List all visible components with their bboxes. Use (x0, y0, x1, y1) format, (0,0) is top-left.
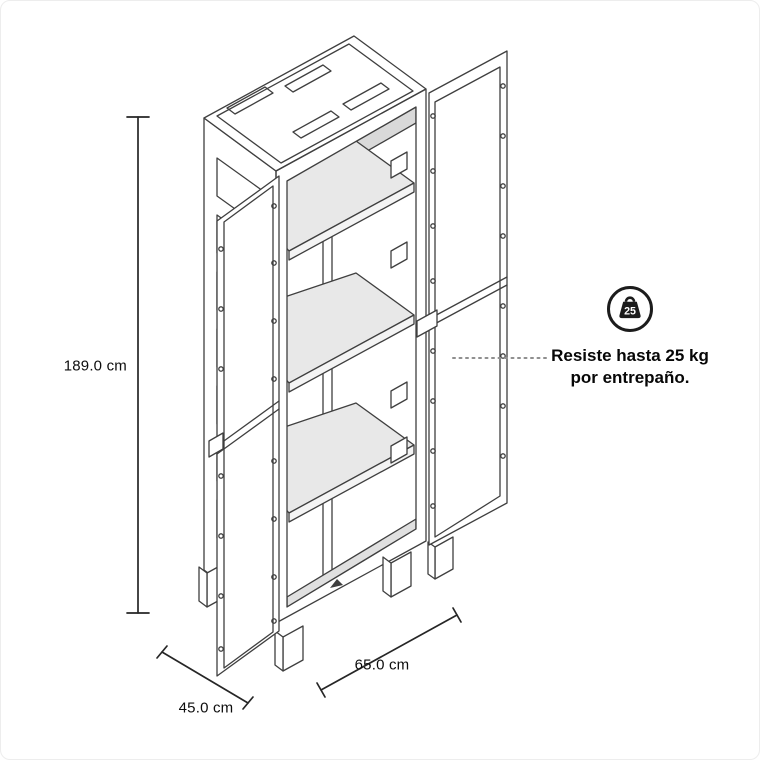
vent-slot (284, 64, 332, 93)
width-dimension-line (316, 607, 462, 698)
height-dimension-label: 189.0 cm (63, 357, 127, 375)
left-door-screws (218, 203, 277, 652)
left-door-open (208, 175, 280, 677)
callout-line1: Resiste hasta 25 kg (551, 346, 709, 365)
door-latch-catches (390, 151, 408, 464)
height-dimension-line (126, 116, 150, 614)
callout-text: Resiste hasta 25 kg por entrepaño. (551, 345, 709, 389)
weight-capacity-badge: 25 (607, 286, 653, 332)
shelf-2 (287, 272, 415, 393)
callout-line2: por entrepaño. (570, 368, 690, 387)
right-door-screws (430, 83, 506, 509)
vent-slot (292, 110, 340, 139)
right-door-open (416, 50, 508, 546)
vent-slot (342, 82, 390, 111)
vent-slot (226, 86, 274, 115)
right-door-latch (416, 309, 438, 338)
weight-icon: 25 (619, 296, 641, 319)
shelf-3 (287, 402, 415, 523)
depth-dimension-label: 45.0 cm (178, 699, 234, 717)
cabinet-top (203, 35, 427, 172)
base-arrow-marker (330, 579, 343, 588)
width-dimension-label: 65.0 cm (354, 656, 410, 674)
left-door-latch (208, 432, 224, 458)
cabinet-interior (287, 107, 416, 607)
depth-dimension-line (156, 645, 254, 710)
badge-value: 25 (624, 305, 636, 317)
